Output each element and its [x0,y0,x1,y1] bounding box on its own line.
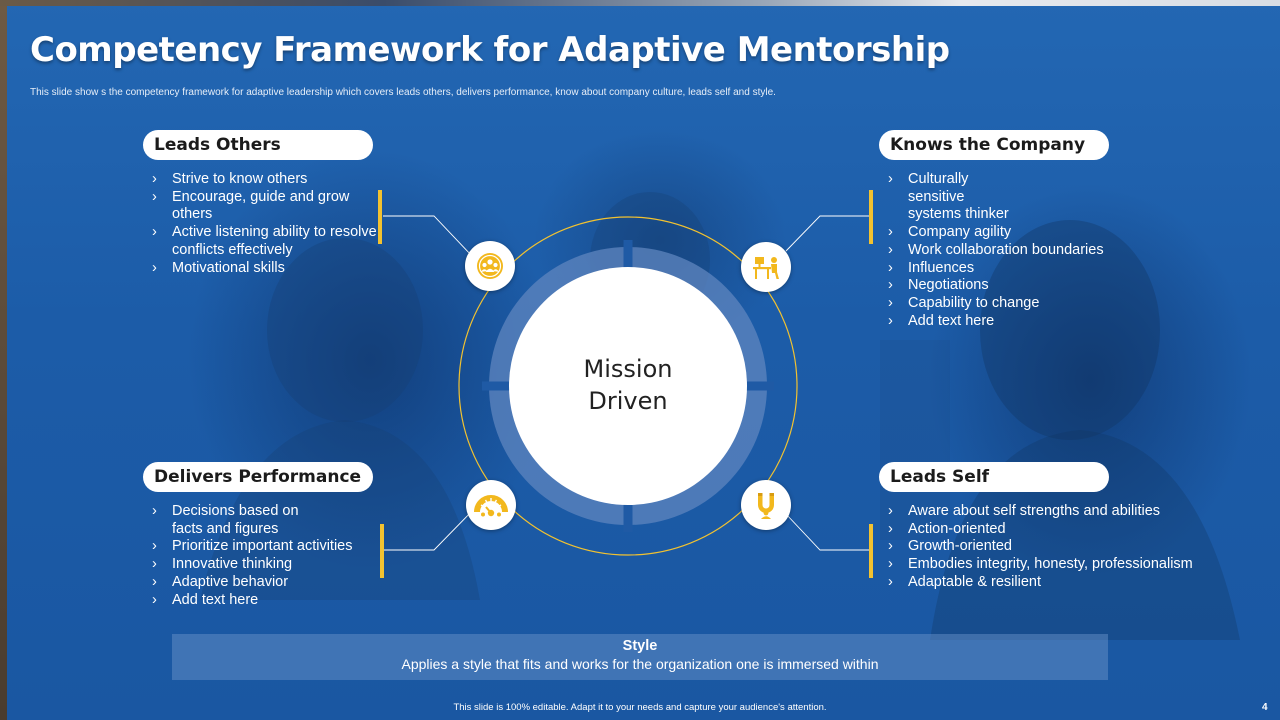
slide-subtitle: This slide show s the competency framewo… [30,87,776,98]
list-item: Prioritize important activities [152,538,382,556]
heading-delivers-performance: Delivers Performance [143,462,373,492]
list-delivers-performance: Decisions based on facts and figures Pri… [152,503,382,609]
list-item: Decisions based on facts and figures [152,503,382,538]
photo-edge-top [0,0,1280,6]
accent-bar-leads-others [378,190,382,244]
list-item: Embodies integrity, honesty, professiona… [888,556,1228,574]
outer-ring [458,216,798,556]
speedometer-icon [466,480,516,530]
connector-knows-company [785,215,873,252]
list-item: Adaptable & resilient [888,574,1228,592]
list-item: Active listening ability to resolve conf… [152,224,377,259]
heading-leads-others: Leads Others [143,130,373,160]
center-label: Mission Driven [528,353,728,417]
list-item: Innovative thinking [152,556,382,574]
team-icon [465,241,515,291]
style-box: Style Applies a style that fits and work… [172,634,1108,680]
list-item: Influences [888,260,1138,278]
list-item: Add text here [888,313,1138,331]
list-item: Capability to change [888,295,1138,313]
accent-bar-leads-self [869,524,873,578]
connector-leads-self [785,513,873,551]
slide-title: Competency Framework for Adaptive Mentor… [30,30,950,70]
heading-knows-company: Knows the Company [879,130,1109,160]
footer-note: This slide is 100% editable. Adapt it to… [453,702,827,713]
desk-worker-icon [741,242,791,292]
list-item: Work collaboration boundaries [888,242,1138,260]
list-item: Motivational skills [152,260,377,278]
style-description: Applies a style that fits and works for … [401,656,879,672]
list-item: Encourage, guide and grow others [152,189,377,224]
center-circle [509,267,747,505]
connector-leads-others [383,215,473,257]
connector-delivers-performance [383,507,476,551]
list-item: Action-oriented [888,521,1228,539]
list-item: Growth-oriented [888,538,1228,556]
page-number: 4 [1262,702,1268,713]
list-item: Company agility [888,224,1138,242]
list-item: Aware about self strengths and abilities [888,503,1228,521]
heading-leads-self: Leads Self [879,462,1109,492]
center-label-line2: Driven [588,387,668,415]
list-item: Strive to know others [152,171,377,189]
connector-lines [383,215,873,551]
list-knows-company: Culturally sensitive systems thinker Com… [888,171,1138,330]
list-item: Add text here [152,592,382,610]
list-item: Culturally sensitive systems thinker [888,171,1138,224]
style-heading: Style [622,638,658,654]
list-item: Negotiations [888,277,1138,295]
list-item: Adaptive behavior [152,574,382,592]
list-leads-self: Aware about self strengths and abilities… [888,503,1228,592]
accent-bar-delivers-performance [380,524,384,578]
center-label-line1: Mission [583,355,673,383]
list-leads-others: Strive to know others Encourage, guide a… [152,171,377,277]
magnet-person-icon [741,480,791,530]
accent-bar-knows-company [869,190,873,244]
photo-edge-left [0,0,7,720]
